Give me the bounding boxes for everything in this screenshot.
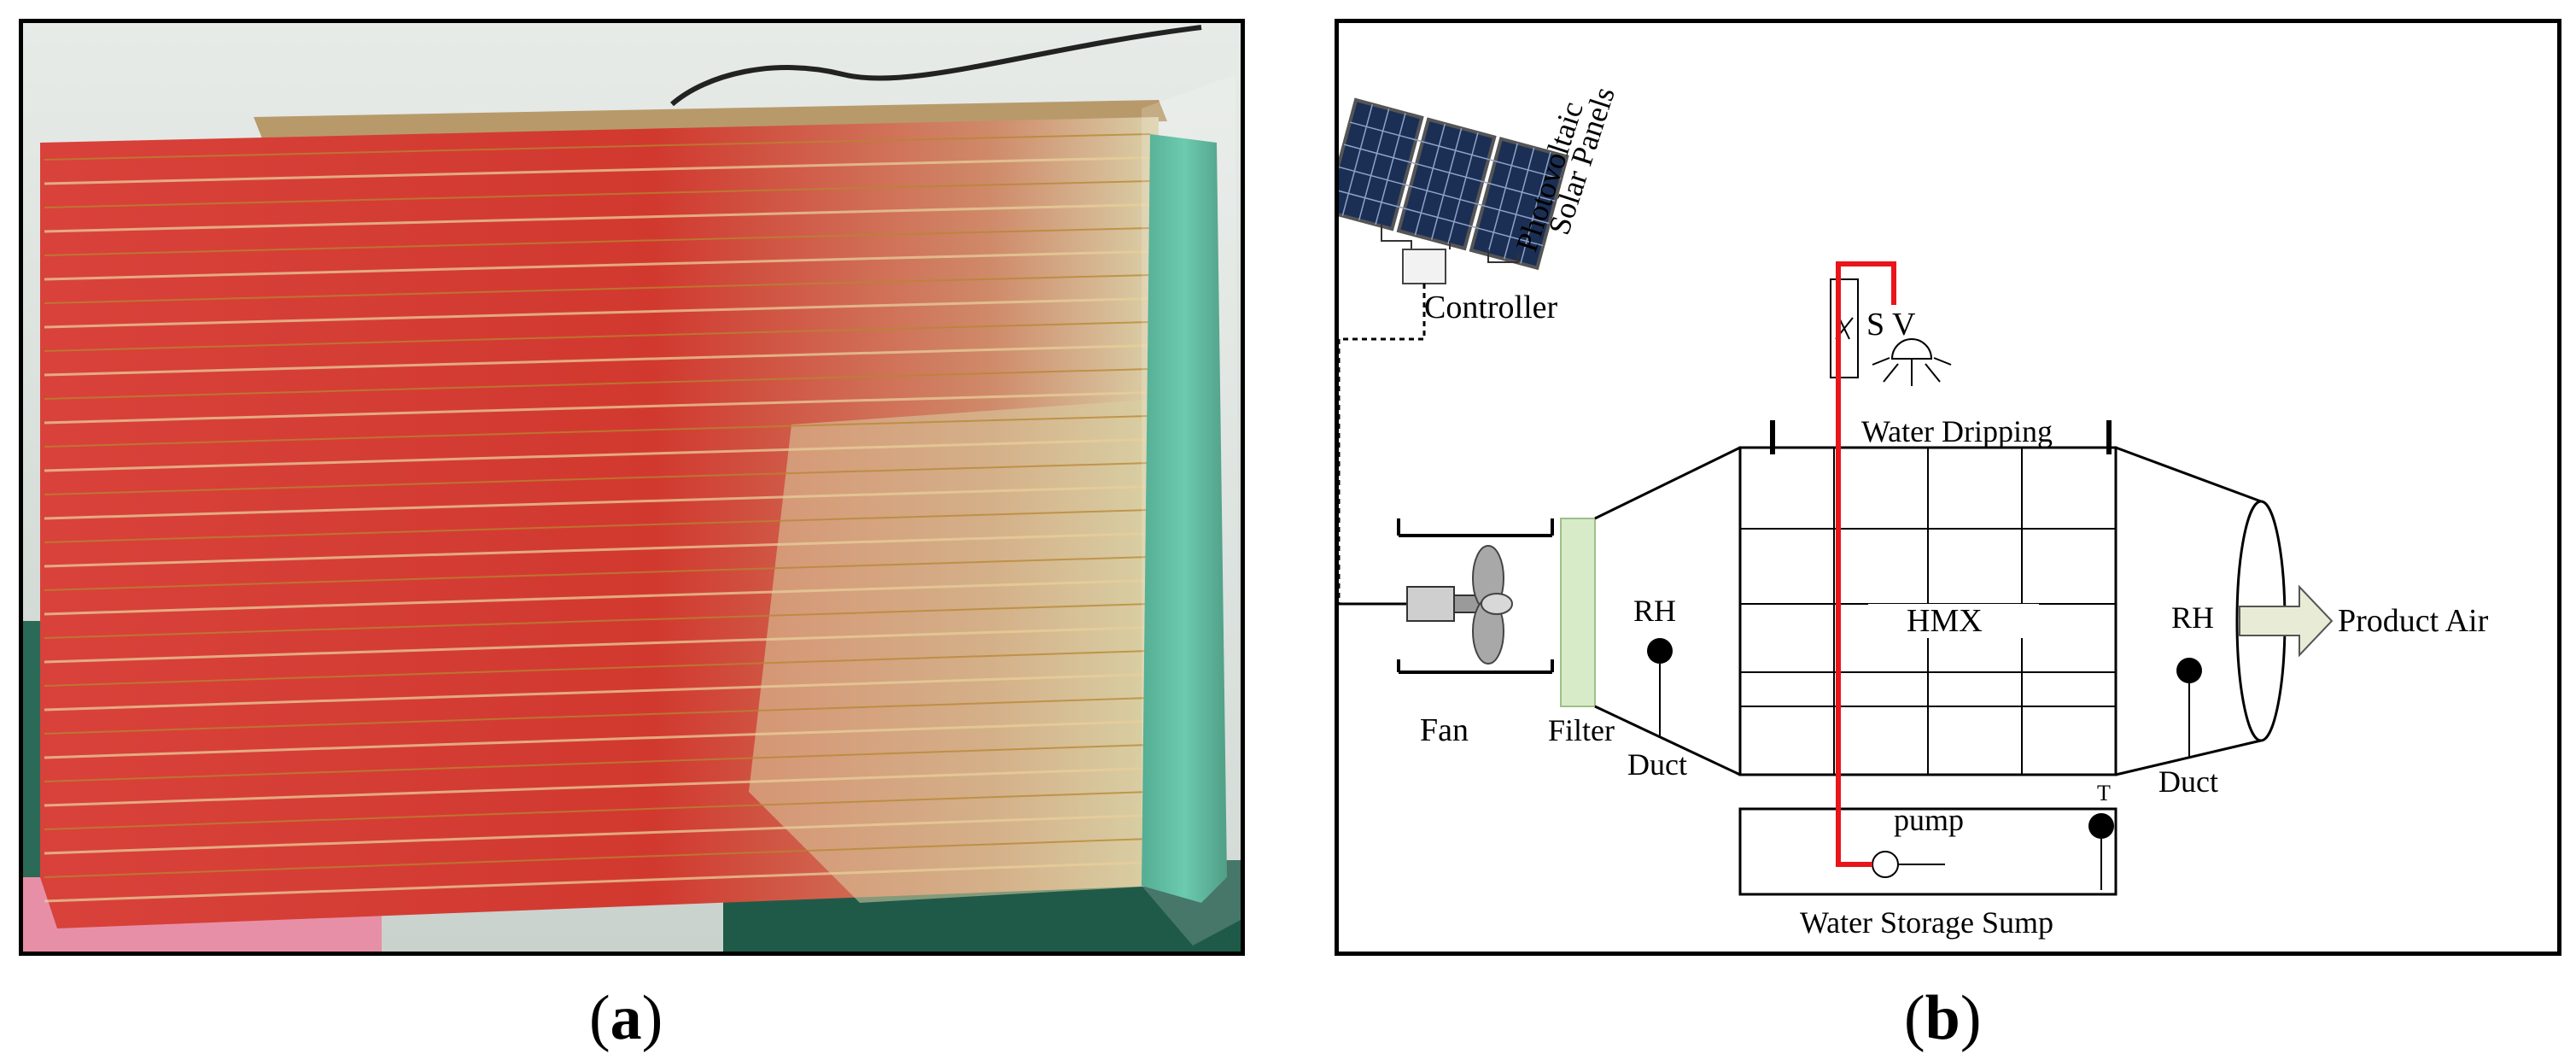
water-storage-sump: [1738, 807, 2117, 896]
duct-right-label: Duct: [2158, 764, 2218, 799]
caption-a: (a): [589, 983, 663, 1053]
filter-icon: [1560, 518, 1596, 707]
plate-edge-line: [44, 133, 1151, 161]
plate-edge-line: [44, 532, 1151, 568]
schematic-panel: Photovoltaic Solar Panels Controller: [1335, 19, 2561, 956]
t-sensor-icon: [2088, 813, 2114, 839]
system-schematic: Photovoltaic Solar Panels Controller: [1339, 83, 2489, 940]
plate-edge-line: [44, 673, 1151, 712]
controller-icon: [1402, 249, 1446, 284]
plate-edge-line: [44, 297, 1151, 329]
humidity-exchanger-photo: [23, 23, 1241, 952]
plate-edge-line: [44, 861, 1151, 903]
plate-edge-line: [44, 438, 1151, 472]
power-cable: [670, 25, 1202, 107]
hmx-label: HMX: [1907, 603, 1983, 639]
product-air-label: Product Air: [2338, 603, 2489, 639]
plate-edge-line: [44, 274, 1151, 304]
dry-region: [749, 399, 1159, 903]
water-supply-line: [1836, 261, 1896, 867]
plate-edge-line: [44, 462, 1151, 495]
plate-edge-line: [44, 368, 1151, 400]
control-line: [1339, 284, 1426, 606]
plate-edge-line: [44, 250, 1151, 281]
foam-pad: [1142, 134, 1227, 903]
plate-edge-line: [44, 556, 1151, 591]
rh-left-label: RH: [1633, 594, 1676, 628]
plate-edge-line: [44, 744, 1151, 782]
plate-edges: [44, 133, 1151, 903]
sv-label: S V: [1866, 307, 1916, 343]
rh-right-label: RH: [2171, 600, 2214, 635]
light-icon: [1872, 338, 1952, 386]
t-sensor-label: T: [2097, 781, 2111, 805]
rh-right-sensor-icon: [2176, 658, 2202, 683]
left-duct: [1594, 446, 1741, 776]
plate-edge-line: [44, 321, 1151, 352]
fan-icon: [1339, 518, 1554, 674]
solar-panels-icon: [1339, 97, 1569, 271]
caption-b: (b): [1904, 983, 1982, 1053]
plate-edge-line: [44, 203, 1151, 233]
plate-edge-line: [44, 344, 1151, 377]
panel-wires: [1381, 224, 1519, 263]
plate-edge-line: [44, 156, 1151, 185]
controller-label: Controller: [1424, 290, 1558, 325]
plate-edge-line: [44, 603, 1151, 639]
plate-edge-line: [44, 814, 1151, 855]
plate-edge-line: [44, 626, 1151, 664]
duct-left-label: Duct: [1627, 747, 1687, 782]
sump-label: Water Storage Sump: [1800, 905, 2053, 940]
plate-edge-line: [44, 697, 1151, 735]
plate-edge-line: [44, 391, 1151, 425]
pump-label: pump: [1894, 803, 1964, 837]
plate-edge-line: [44, 650, 1151, 687]
pump-icon: [1872, 851, 1899, 878]
photo-panel: [19, 19, 1245, 956]
rh-left-sensor-icon: [1647, 638, 1673, 664]
fan-label: Fan: [1420, 712, 1469, 748]
top-frame: [254, 100, 1167, 138]
hmx-block: [1738, 446, 2117, 776]
plate-edge-line: [44, 579, 1151, 616]
plate-edge-line: [44, 838, 1151, 878]
plate-edge-line: [44, 180, 1151, 208]
plastic-wrap: [1142, 74, 1241, 946]
plate-edge-line: [44, 485, 1151, 520]
plate-edge-line: [44, 720, 1151, 759]
plate-edge-line: [44, 509, 1151, 543]
product-air-arrow-icon: [2239, 584, 2334, 658]
plate-edge-line: [44, 415, 1151, 448]
water-dripping-label: Water Dripping: [1861, 414, 2053, 448]
filter-label: Filter: [1548, 713, 1615, 747]
plate-edge-line: [44, 791, 1151, 830]
plate-edge-line: [44, 227, 1151, 256]
plate-edge-line: [44, 767, 1151, 807]
